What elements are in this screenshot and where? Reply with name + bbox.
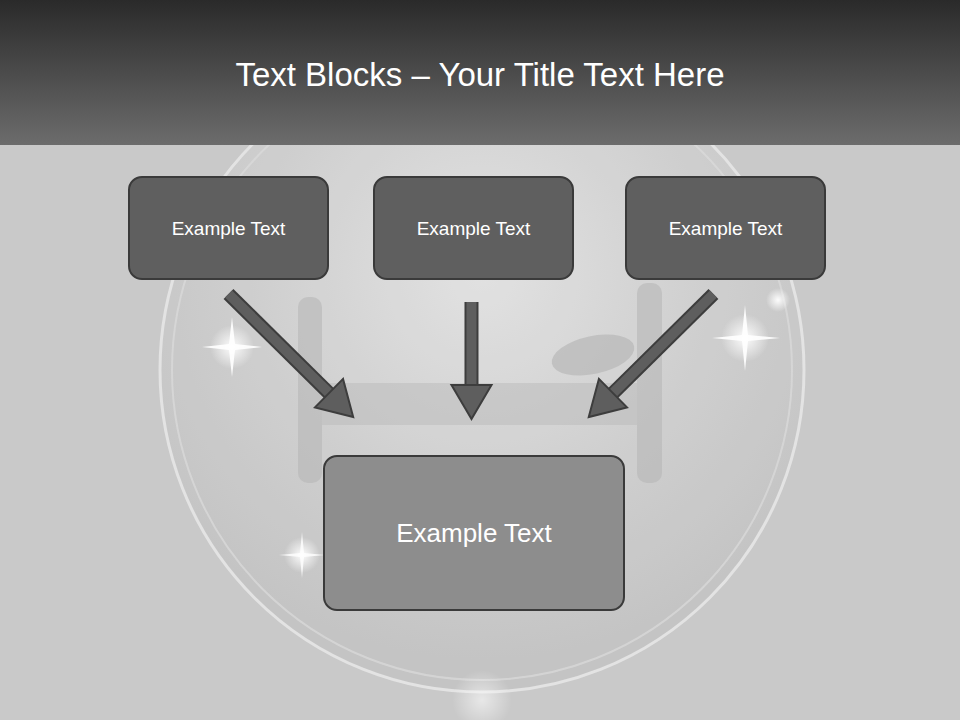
block-arrow <box>229 294 354 417</box>
box-text: Example Text <box>417 216 531 241</box>
arrow-shaft <box>610 294 713 396</box>
arrow-head <box>451 385 491 419</box>
arrow-shaft <box>229 294 332 396</box>
block-arrow <box>589 294 714 417</box>
slide-title: Text Blocks – Your Title Text Here <box>0 52 960 98</box>
arrow-head <box>315 379 353 417</box>
box-text: Example Text <box>172 216 286 241</box>
header-bar <box>0 0 960 145</box>
process-box: Example Text <box>373 176 574 280</box>
process-box: Example Text <box>128 176 329 280</box>
block-arrow <box>451 302 491 419</box>
bed-post <box>637 283 662 483</box>
arrow-shaft-outline <box>229 294 332 396</box>
arrow-head <box>589 379 627 417</box>
bed-illustration <box>298 283 662 483</box>
sparkles <box>202 288 790 720</box>
box-text: Example Text <box>669 216 783 241</box>
arrow-shaft <box>466 302 476 389</box>
process-box: Example Text <box>625 176 826 280</box>
arrow-shaft-outline <box>464 302 478 389</box>
process-box: Example Text <box>323 455 625 611</box>
bed-mattress <box>322 383 637 425</box>
bubble-rim <box>172 60 792 680</box>
box-text: Example Text <box>396 516 552 550</box>
arrow-shaft-outline <box>610 294 713 396</box>
